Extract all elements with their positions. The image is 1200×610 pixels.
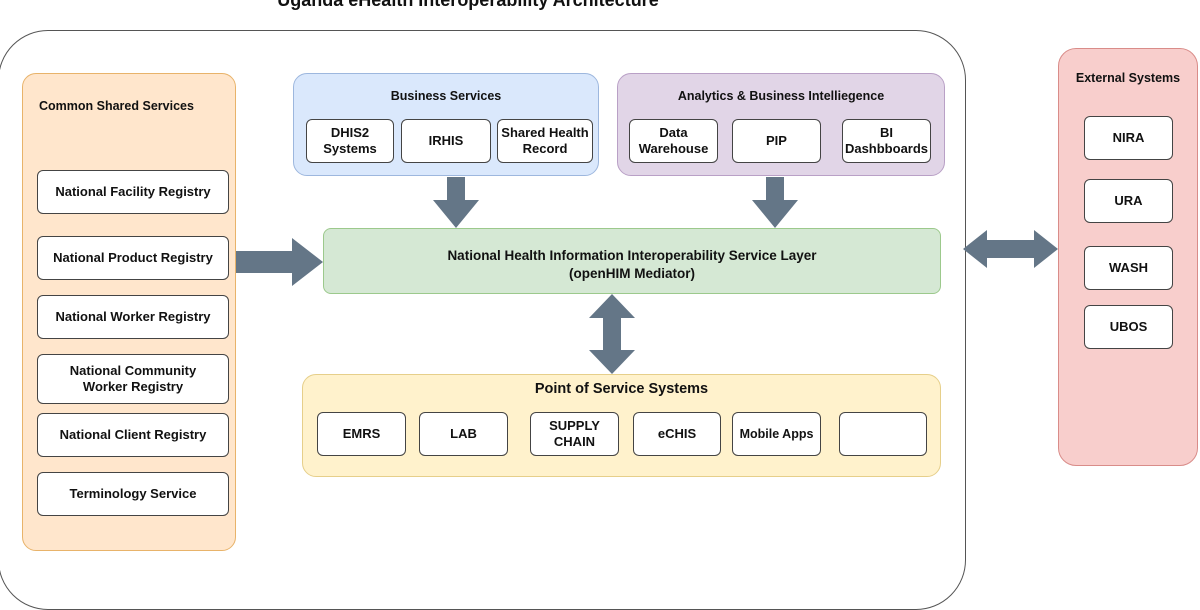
shared-service-item: National Worker Registry [37, 295, 229, 339]
shared-service-item: National Facility Registry [37, 170, 229, 214]
pos-item: Mobile Apps [732, 412, 821, 456]
business-service-item: DHIS2 Systems [306, 119, 394, 163]
analytics-item: BI Dashbboards [842, 119, 931, 163]
arrow-layer-external-bidirectional [963, 230, 1058, 268]
business-service-item: IRHIS [401, 119, 491, 163]
pos-item-empty [839, 412, 927, 456]
pos-item: EMRS [317, 412, 406, 456]
arrow-layer-pos-bidirectional [589, 294, 635, 374]
shared-service-item: National Client Registry [37, 413, 229, 457]
pos-item: eCHIS [633, 412, 721, 456]
analytics-group: Analytics & Business Intelliegence Data … [617, 73, 945, 176]
analytics-title: Analytics & Business Intelliegence [677, 89, 885, 103]
external-system-item: UBOS [1084, 305, 1173, 349]
external-system-item: NIRA [1084, 116, 1173, 160]
shared-services-title: Common Shared Services [39, 99, 194, 113]
pos-item: SUPPLY CHAIN [530, 412, 619, 456]
point-of-service-title: Point of Service Systems [534, 381, 709, 397]
business-services-title: Business Services [390, 89, 502, 103]
analytics-item: Data Warehouse [629, 119, 718, 163]
connector-arrows [236, 177, 1058, 374]
external-system-item: URA [1084, 179, 1173, 223]
service-layer: National Health Information Interoperabi… [323, 228, 941, 294]
arrow-business-to-layer [433, 177, 479, 228]
diagram-title: Uganda eHealth Interoperability Architec… [277, 0, 659, 10]
shared-services-group: Common Shared Services National Facility… [22, 73, 236, 551]
service-layer-subtitle: (openHIM Mediator) [569, 266, 695, 281]
external-system-item: WASH [1084, 246, 1173, 290]
analytics-item: PIP [732, 119, 821, 163]
pos-item: LAB [419, 412, 508, 456]
business-service-item: Shared Health Record [497, 119, 593, 163]
shared-service-item: National Community Worker Registry [37, 354, 229, 404]
service-layer-title: National Health Information Interoperabi… [447, 248, 817, 263]
external-systems-title: External Systems [1075, 71, 1181, 85]
business-services-group: Business Services DHIS2 Systems IRHIS Sh… [293, 73, 599, 176]
shared-service-item: Terminology Service [37, 472, 229, 516]
external-systems-group: External Systems NIRA URA WASH UBOS [1058, 48, 1198, 466]
arrow-shared-to-layer [236, 238, 323, 286]
point-of-service-group: Point of Service Systems EMRS LAB SUPPLY… [302, 374, 941, 477]
arrow-analytics-to-layer [752, 177, 798, 228]
shared-service-item: National Product Registry [37, 236, 229, 280]
